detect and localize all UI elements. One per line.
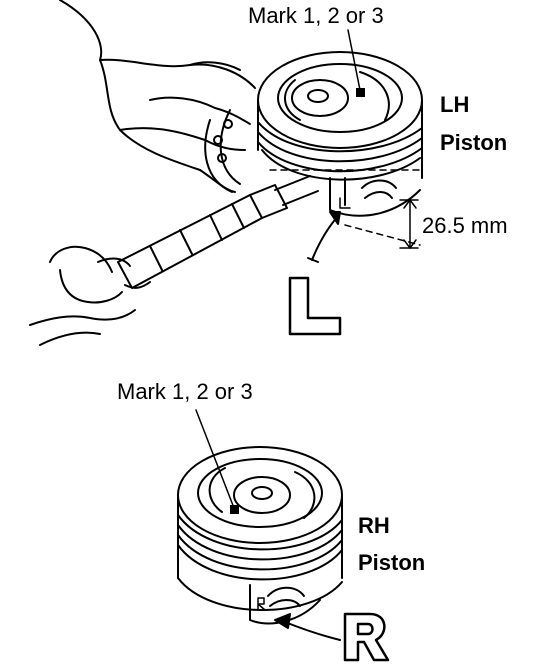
- rh-piston-drawing: [177, 409, 343, 625]
- rh-mark-label: Mark 1, 2 or 3: [117, 379, 253, 404]
- r-mark-arrow: [274, 613, 341, 641]
- r-letter: R: [348, 618, 349, 619]
- hand-illustration: [29, 0, 256, 346]
- l-letter: L: [292, 282, 293, 283]
- rh-side-label: RH: [358, 513, 390, 538]
- lh-side-label: LH: [440, 92, 470, 117]
- lh-mark-label: Mark 1, 2 or 3: [248, 3, 384, 28]
- lh-piston-drawing: [257, 29, 423, 217]
- dimension-label: 26.5 mm: [422, 213, 508, 238]
- l-letter-outline: [288, 276, 342, 336]
- dimension-indicator: [269, 169, 421, 249]
- l-mark-arrow: [307, 211, 341, 263]
- rh-piston-label: Piston: [358, 550, 426, 575]
- r-letter-outline: [343, 612, 390, 662]
- micrometer-illustration: [117, 109, 319, 289]
- lh-piston-label: Piston: [440, 130, 508, 155]
